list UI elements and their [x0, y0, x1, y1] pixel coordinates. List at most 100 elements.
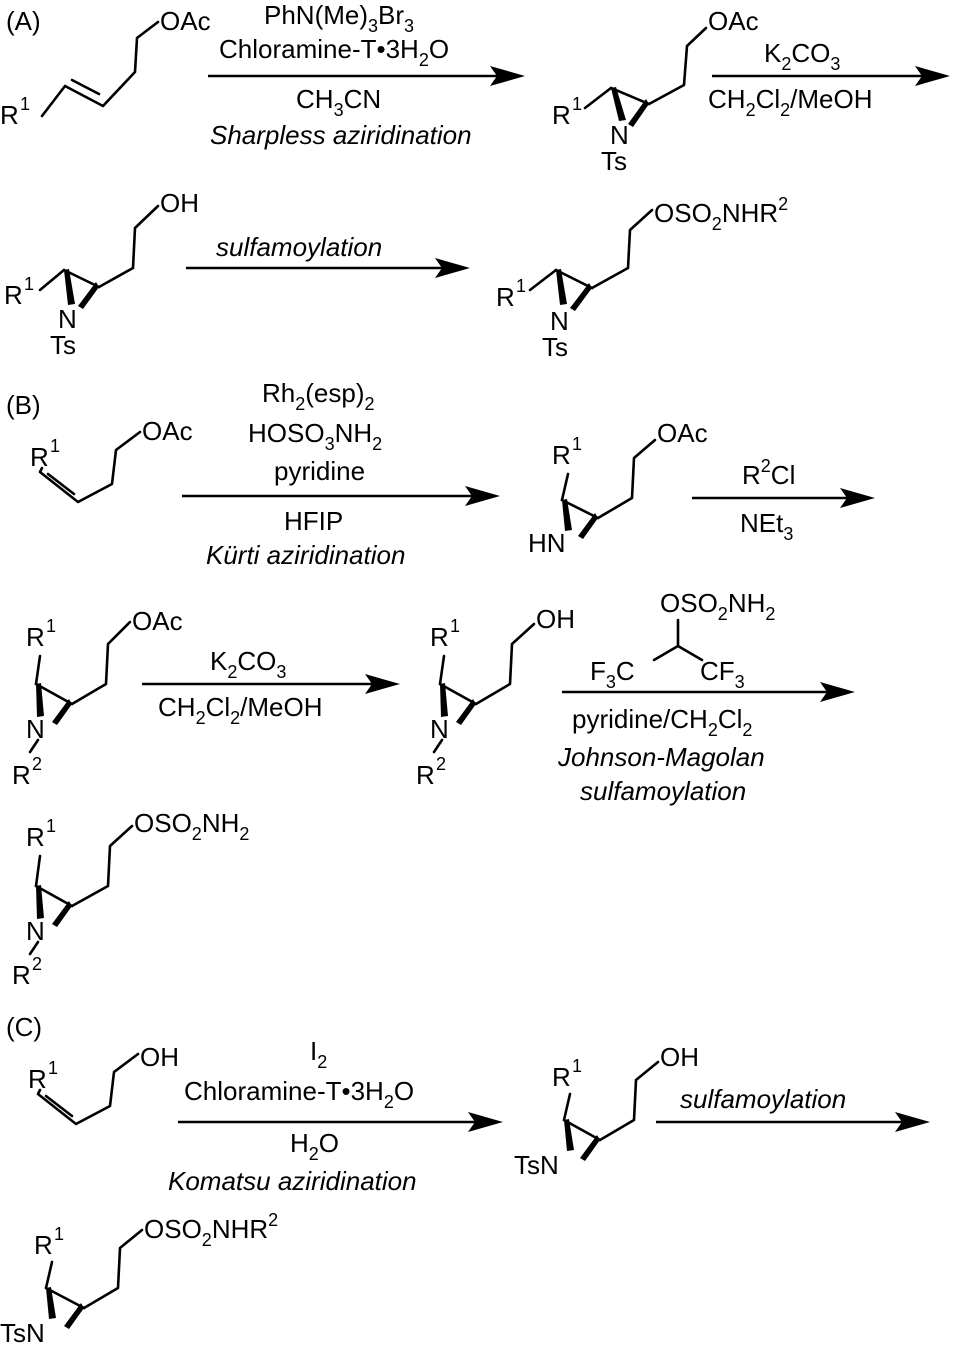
svg-text:1: 1	[450, 616, 460, 636]
b-aziridine-n-r2-alcohol: OH R 1 N R 2	[416, 604, 575, 790]
b-product-sulfamate: OSO2NH2 R 1 N R 2	[12, 808, 249, 990]
svg-text:R: R	[552, 100, 571, 130]
a-step1-conditions: PhN(Me)3Br3 Chloramine-T•3H2O CH3CN Shar…	[208, 0, 525, 150]
svg-text:OAc: OAc	[708, 6, 759, 36]
b-step2-net3: NEt3	[740, 508, 793, 544]
b-reagent-sulfamate: OSO2NH2	[660, 588, 775, 624]
a-step3-name: sulfamoylation	[216, 232, 382, 262]
b-reagent-f3c: F3C	[590, 656, 635, 692]
b-step4-solvent: pyridine/CH2Cl2	[572, 704, 752, 740]
section-label-a: (A)	[6, 6, 41, 36]
svg-text:2: 2	[32, 954, 42, 974]
c-step2-conditions: sulfamoylation	[656, 1084, 930, 1132]
a-aziridine-oac: OAc R 1 N Ts	[552, 6, 759, 176]
a-reagent-chloramine: Chloramine-T•3H2O	[219, 34, 449, 70]
b-step1-name: Kürti aziridination	[206, 540, 405, 570]
a-reagent-phnme3br3: PhN(Me)3Br3	[264, 0, 414, 36]
svg-text:R: R	[12, 760, 31, 790]
a-step2-solvent: CH2Cl2/MeOH	[708, 84, 873, 120]
b-starting-alkene: OAc R 1	[30, 416, 193, 504]
c-product-group: OSO2NHR2	[144, 1210, 278, 1250]
svg-text:R: R	[552, 440, 571, 470]
b-step3-conditions: K2CO3 CH2Cl2/MeOH	[142, 646, 400, 728]
b-reagent-pyridine: pyridine	[274, 456, 365, 486]
svg-text:OAc: OAc	[657, 418, 708, 448]
svg-text:N: N	[26, 714, 45, 744]
svg-text:1: 1	[54, 1224, 64, 1244]
a-product-sulfamate: OSO2NHR2 R 1 N Ts	[496, 194, 788, 362]
b-step4-name-2: sulfamoylation	[580, 776, 746, 806]
svg-text:N: N	[58, 304, 77, 334]
svg-text:1: 1	[572, 1056, 582, 1076]
a-product-group: OSO2NHR2	[654, 194, 788, 234]
b-step3-solvent: CH2Cl2/MeOH	[158, 692, 323, 728]
section-label-c: (C)	[6, 1012, 42, 1042]
svg-text:OAc: OAc	[132, 606, 183, 636]
svg-text:N: N	[430, 714, 449, 744]
b-reagent-hosa: HOSO3NH2	[248, 418, 382, 454]
a-starting-alkene: OAc R 1	[0, 6, 211, 130]
svg-text:1: 1	[50, 436, 60, 456]
section-label-b: (B)	[6, 390, 41, 420]
svg-text:TsN: TsN	[514, 1150, 559, 1180]
c-reagent-chloramine: Chloramine-T•3H2O	[184, 1076, 414, 1112]
b-step2-r2cl: R2Cl	[742, 456, 795, 490]
b-step1-conditions: Rh2(esp)2 HOSO3NH2 pyridine HFIP Kürti a…	[182, 378, 500, 570]
svg-text:HN: HN	[528, 528, 566, 558]
svg-text:OH: OH	[160, 188, 199, 218]
svg-text:R: R	[12, 960, 31, 990]
c-reagent-water: H2O	[290, 1128, 339, 1164]
svg-text:Ts: Ts	[50, 330, 76, 360]
svg-text:N: N	[610, 120, 629, 150]
b-reagent-hfip: HFIP	[284, 506, 343, 536]
svg-text:1: 1	[516, 276, 526, 296]
svg-text:1: 1	[20, 94, 30, 114]
c-starting-alkene: OH R 1	[28, 1042, 179, 1126]
b-step2-conditions: R2Cl NEt3	[692, 456, 875, 544]
b-product-group: OSO2NH2	[134, 808, 249, 844]
svg-text:OAc: OAc	[160, 6, 211, 36]
svg-text:2: 2	[436, 754, 446, 774]
svg-text:OH: OH	[660, 1042, 699, 1072]
c-step2-name: sulfamoylation	[680, 1084, 846, 1114]
svg-text:1: 1	[46, 816, 56, 836]
svg-text:R: R	[26, 622, 45, 652]
c-reagent-i2: I2	[310, 1036, 327, 1072]
svg-text:R: R	[4, 280, 23, 310]
b-aziridine-nh: OAc R 1 HN	[528, 418, 708, 558]
svg-text:1: 1	[24, 274, 34, 294]
b-reagent-cf3: CF3	[700, 656, 745, 692]
c-step1-name: Komatsu aziridination	[168, 1166, 417, 1196]
a-step3-conditions: sulfamoylation	[186, 232, 470, 278]
svg-text:R: R	[30, 442, 49, 472]
b-reagent-rh: Rh2(esp)2	[262, 378, 375, 414]
svg-text:Ts: Ts	[542, 332, 568, 362]
svg-text:1: 1	[572, 94, 582, 114]
svg-text:1: 1	[572, 434, 582, 454]
svg-text:R: R	[0, 100, 19, 130]
svg-text:TsN: TsN	[0, 1318, 45, 1347]
svg-text:N: N	[550, 306, 569, 336]
svg-text:R: R	[552, 1062, 571, 1092]
a-step1-name: Sharpless aziridination	[210, 120, 472, 150]
a-reagent-solvent: CH3CN	[296, 84, 381, 120]
b-step4-name-1: Johnson-Magolan	[557, 742, 765, 772]
a-step2-conditions: K2CO3 CH2Cl2/MeOH	[708, 38, 950, 120]
svg-text:R: R	[28, 1064, 47, 1094]
svg-text:N: N	[26, 916, 45, 946]
svg-text:R: R	[34, 1230, 53, 1260]
a-aziridine-alcohol: OH R 1 N Ts	[4, 188, 199, 360]
b-step3-k2co3: K2CO3	[210, 646, 286, 682]
svg-text:R: R	[416, 760, 435, 790]
c-product-sulfamate: OSO2NHR2 R 1 TsN	[0, 1210, 278, 1347]
svg-text:R: R	[430, 622, 449, 652]
b-step4-conditions: OSO2NH2 F3C CF3 pyridine/CH2Cl2 Johnson-…	[557, 588, 855, 806]
svg-text:R: R	[26, 822, 45, 852]
c-step1-conditions: I2 Chloramine-T•3H2O H2O Komatsu aziridi…	[168, 1036, 503, 1196]
svg-text:OH: OH	[140, 1042, 179, 1072]
svg-text:1: 1	[48, 1058, 58, 1078]
b-aziridine-n-r2-oac: OAc R 1 N R 2	[12, 606, 183, 790]
svg-text:OH: OH	[536, 604, 575, 634]
svg-text:R: R	[496, 282, 515, 312]
